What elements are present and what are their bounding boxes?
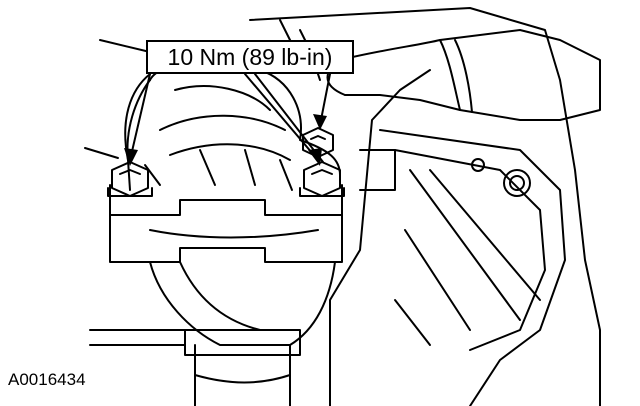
bolt-right <box>299 161 345 197</box>
thermostat-housing <box>126 60 341 191</box>
leader-lines <box>84 39 331 163</box>
frost-plug <box>471 158 531 197</box>
arrowheads <box>124 114 327 166</box>
engine-casting <box>249 7 601 406</box>
torque-callout: 10 Nm (89 lb-in) <box>146 40 354 74</box>
torque-callout-text: 10 Nm (89 lb-in) <box>167 43 333 70</box>
housing-flange <box>109 184 343 346</box>
bolt-rear <box>302 127 334 158</box>
figure-id: A0016434 <box>8 370 86 389</box>
radiator-hose <box>326 29 601 121</box>
lower-hose <box>89 329 301 406</box>
